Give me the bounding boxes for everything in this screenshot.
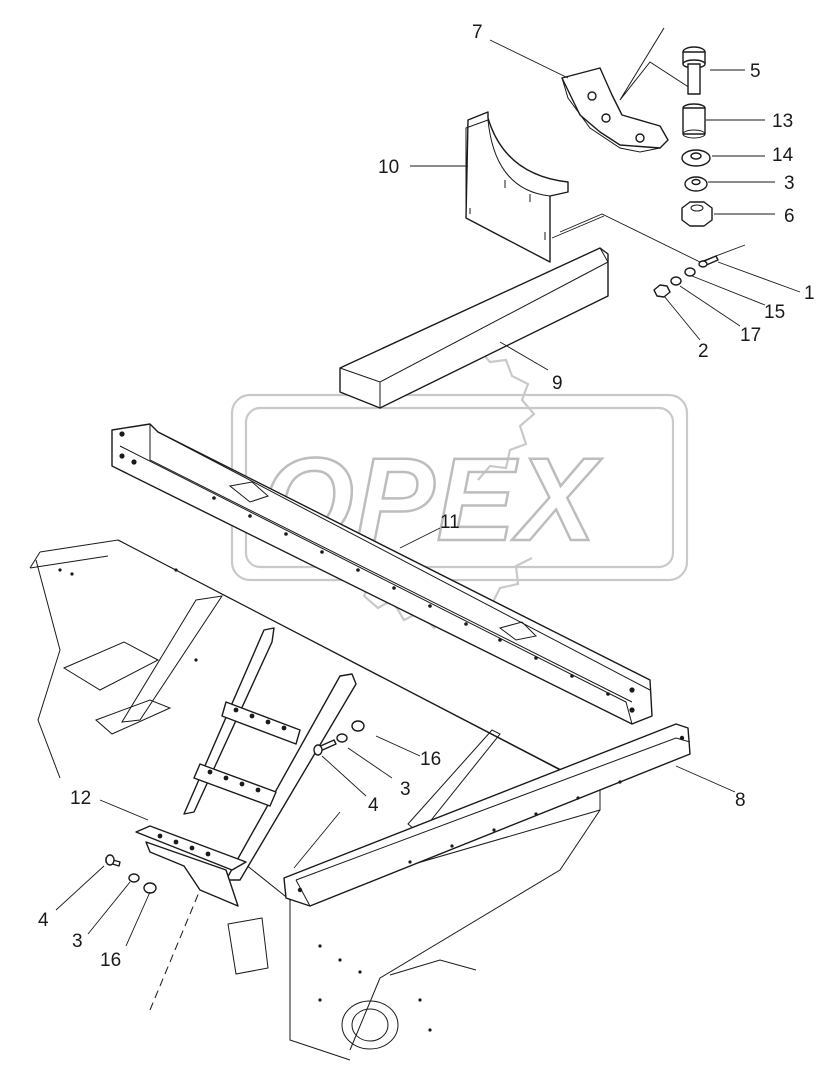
callout-6: 6: [784, 206, 795, 227]
callout-3: 3: [784, 173, 795, 194]
callout-8: 8: [735, 790, 746, 811]
callout-4: 4: [368, 795, 379, 816]
part-9-block: [339, 247, 609, 409]
leader-lines: [55, 39, 801, 947]
callout-5: 5: [750, 61, 761, 82]
callout-3: 3: [400, 779, 411, 800]
ladder-bolts-lower: [105, 854, 157, 894]
callout-12: 12: [70, 788, 91, 809]
callout-13: 13: [772, 111, 793, 132]
callout-1: 1: [804, 283, 815, 304]
callout-labels: 7 5 13 14 3 6 10 1 15 17 2 9 11 16 3 4 8…: [38, 22, 815, 971]
callout-3: 3: [72, 931, 83, 952]
ladder-bolts-upper: [313, 720, 365, 756]
callout-9: 9: [552, 373, 563, 394]
callout-11: 11: [440, 512, 460, 533]
callout-15: 15: [764, 302, 785, 323]
small-hardware: [653, 255, 719, 298]
callout-17: 17: [740, 325, 761, 346]
callout-2: 2: [698, 341, 709, 362]
callout-7: 7: [472, 22, 483, 43]
part-8-rail: [283, 723, 691, 907]
part-12-ladder: [135, 627, 357, 907]
callout-4: 4: [38, 910, 49, 931]
callout-10: 10: [378, 157, 399, 178]
callout-16: 16: [100, 950, 121, 971]
part-11-beam: [111, 423, 653, 725]
hardware-stack: [681, 46, 713, 227]
callout-14: 14: [772, 145, 794, 166]
part-10-plate: [465, 111, 569, 263]
part-7-bracket: [561, 27, 691, 153]
machine-body: [29, 539, 601, 1061]
callout-16: 16: [420, 749, 441, 770]
